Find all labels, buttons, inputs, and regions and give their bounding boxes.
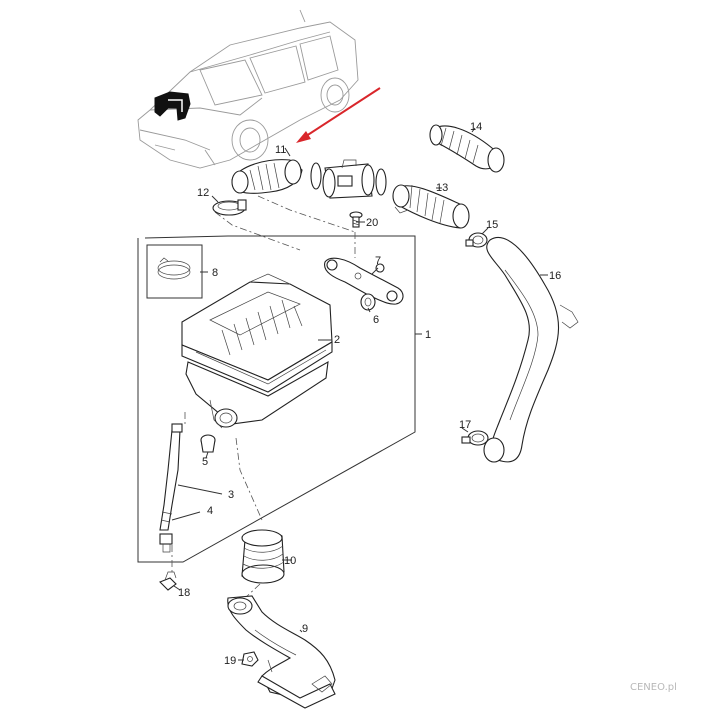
- label-part-11: 11: [275, 144, 286, 156]
- highlighted-air-intake-on-car: [154, 91, 191, 121]
- part-labels: 1 2 3 4 5 6 7 8 9 10 11 12 13 14 15 16 1…: [178, 121, 561, 667]
- label-part-20: 20: [366, 217, 378, 229]
- label-part-8: 8: [212, 267, 218, 279]
- label-part-2: 2: [334, 334, 340, 346]
- clip-part-18: [159, 571, 177, 591]
- clip-part-8: [157, 257, 191, 280]
- assembly-frame-box: [137, 235, 416, 563]
- air-filter-housing-part-2: [181, 273, 333, 429]
- nut-part-19: [241, 651, 259, 667]
- label-part-3: 3: [228, 489, 234, 501]
- label-part-1: 1: [425, 329, 431, 341]
- leader-lines: [171, 127, 548, 661]
- bracket-part-7: [324, 257, 404, 305]
- vent-hose-part-3: [159, 423, 183, 531]
- label-part-9: 9: [302, 623, 308, 635]
- seal-ring: [310, 162, 322, 190]
- label-part-5: 5: [202, 456, 208, 468]
- label-part-17: 17: [459, 419, 471, 431]
- intake-duct-part-11: [231, 159, 303, 194]
- clip-detail-box: [146, 244, 203, 299]
- grommet-part-6: [360, 293, 376, 311]
- label-part-10: 10: [284, 555, 296, 567]
- label-part-4: 4: [207, 505, 213, 517]
- connector-part-4: [159, 533, 173, 553]
- clamp-part-17: [461, 430, 489, 446]
- hose-part-13: [392, 184, 470, 229]
- label-part-16: 16: [549, 270, 561, 282]
- label-part-19: 19: [224, 655, 236, 667]
- fitting-part-5: [200, 434, 216, 453]
- label-part-13: 13: [436, 182, 448, 194]
- label-part-18: 18: [178, 587, 190, 599]
- intercooler-hose-part-16: [483, 236, 579, 463]
- car-location-illustration: [137, 9, 359, 169]
- label-part-12: 12: [197, 187, 209, 199]
- bellows-coupling-part-10: [241, 529, 285, 584]
- bellows-hose-part-14: [429, 124, 505, 173]
- seal-ring-2: [375, 168, 387, 196]
- red-indicator-arrow: [296, 87, 381, 143]
- label-part-14: 14: [470, 121, 482, 133]
- bolt-part-20: [349, 211, 363, 228]
- clamp-part-12: [212, 199, 247, 216]
- label-part-6: 6: [373, 314, 379, 326]
- label-part-15: 15: [486, 219, 498, 231]
- label-part-7: 7: [375, 255, 381, 267]
- intake-pipe-part-9: [227, 595, 336, 709]
- watermark-text: CENEO.pl: [630, 682, 677, 693]
- mass-airflow-sensor: [322, 159, 375, 199]
- clamp-part-15: [465, 232, 488, 248]
